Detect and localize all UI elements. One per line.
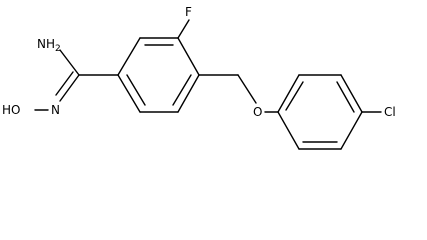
- amidoxime-group: NH2 N HO: [2, 37, 119, 117]
- ring-left-bond-4-inner: [172, 74, 192, 106]
- ring-left-bond-6-inner: [126, 74, 146, 106]
- ether-o-label: O: [253, 105, 262, 119]
- benzene-ring-right: [277, 74, 363, 150]
- ring-right-bond-1: [277, 74, 300, 113]
- ring-right-bond-3: [340, 74, 363, 113]
- imine-n-label: N: [51, 103, 60, 117]
- ring-right-bond-3-inner: [336, 81, 355, 113]
- ring-right-bond-6: [277, 111, 300, 150]
- ring-left-bond-3: [177, 37, 200, 76]
- chlorine-substituent: Cl: [361, 105, 396, 119]
- bond-c-f: [177, 19, 190, 39]
- ring-left-bond-4: [177, 74, 200, 113]
- benzene-ring-left: [117, 37, 200, 113]
- ring-right-bond-1-inner: [285, 81, 304, 111]
- bond-c-n-double-2: [55, 71, 74, 96]
- chlorine-label: Cl: [384, 105, 396, 119]
- bond-c-to-nh2: [59, 49, 80, 76]
- amine-label: NH2: [37, 37, 61, 54]
- bond-c-n-double-1: [59, 74, 80, 102]
- bond-ch2-to-o: [237, 74, 257, 104]
- ring-left-bond-1: [117, 37, 141, 76]
- ring-right-bond-4: [340, 111, 363, 150]
- fluorine-substituent: F: [177, 5, 192, 39]
- structure-diagram: NH2 N HO F O Cl: [2, 5, 396, 150]
- methyleneoxy-linker: O: [198, 74, 279, 119]
- ring-left-bond-6: [117, 74, 141, 113]
- fluorine-label: F: [185, 5, 192, 19]
- hydroxyl-label: HO: [2, 103, 20, 117]
